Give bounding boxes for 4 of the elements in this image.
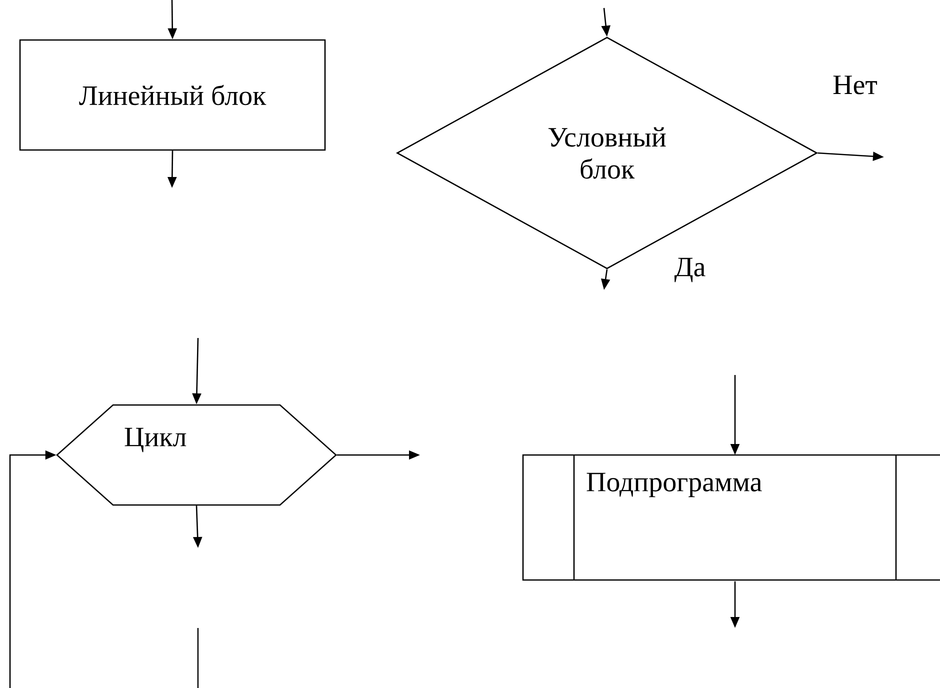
loop-hexagon: Цикл xyxy=(56,404,337,506)
process-box: Линейный блок xyxy=(19,39,326,151)
subroutine-box: Подпрограмма xyxy=(522,454,940,581)
edge-label: Нет xyxy=(832,74,878,96)
